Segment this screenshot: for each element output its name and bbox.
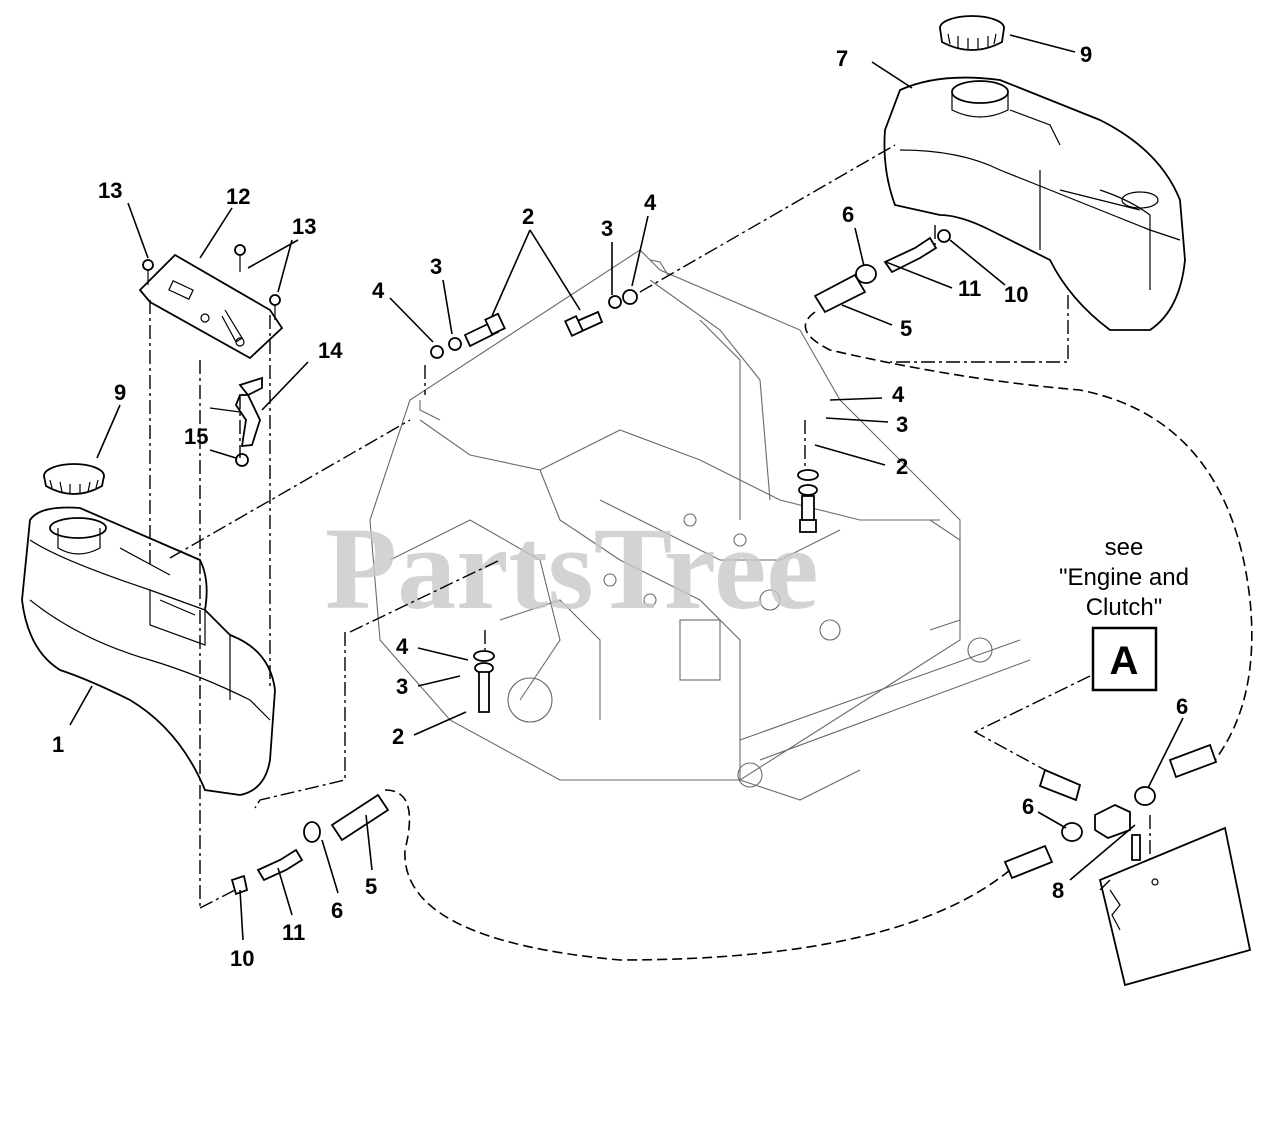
note-line-2: "Engine and [1059,564,1189,591]
label-3-right: 3 [896,412,908,437]
ref-box [1091,626,1158,692]
label-4-lower: 4 [396,634,409,659]
selector-plate [138,253,284,360]
cross-reference-note: see "Engine and Clutch" A [1059,534,1189,692]
part-labels: 1 9 13 12 13 14 15 4 3 2 3 4 6 11 10 5 7… [52,42,1188,971]
label-6-tee-top: 6 [1176,694,1188,719]
label-13-right: 13 [292,214,316,239]
selector-lever [209,376,263,467]
ref-letter: A [1110,639,1139,683]
watermark-text: PartsTree [325,503,819,634]
label-3-lower: 3 [396,674,408,699]
label-9-right: 9 [1080,42,1092,67]
label-6-tee-left: 6 [1022,794,1034,819]
label-11-left: 11 [282,920,305,945]
left-hose-parts [230,793,390,896]
label-2-lower: 2 [392,724,404,749]
left-fuel-tank [21,506,276,796]
label-13-left: 13 [98,178,122,203]
label-1: 1 [52,732,64,757]
label-5-left: 5 [365,874,377,899]
left-fuel-cap [43,463,105,495]
right-hose-parts [813,229,951,314]
label-2-right: 2 [896,454,908,479]
right-fuel-tank [883,76,1186,331]
label-3-top-center: 3 [601,216,613,241]
lower-center-bolt [473,650,495,713]
label-15: 15 [184,424,208,449]
label-11-right: 11 [958,276,981,301]
assembly-lines [149,144,1151,909]
right-vertical-bolt [797,469,819,533]
label-14: 14 [318,338,343,363]
note-line-3: Clutch" [1086,594,1163,621]
label-12: 12 [226,184,250,209]
label-7: 7 [836,46,848,71]
chassis-frame [369,249,1031,801]
tee-fitting-assembly [1003,743,1218,880]
label-3-top-left: 3 [430,254,442,279]
label-10-right: 10 [1004,282,1028,307]
label-2-top: 2 [522,204,534,229]
top-left-bolt [430,312,506,359]
label-4-right: 4 [892,382,905,407]
label-6-top-right: 6 [842,202,854,227]
label-9-left: 9 [114,380,126,405]
label-6-left: 6 [331,898,343,923]
plate-bolts [142,244,281,320]
lower-right-panel [1098,826,1252,987]
fuel-hoses [384,311,1253,961]
label-4-top-center: 4 [644,190,657,215]
label-8: 8 [1052,878,1064,903]
label-10-left: 10 [230,946,254,971]
leader-lines [69,34,1184,941]
note-line-1: see [1105,534,1144,561]
label-5-right: 5 [900,316,912,341]
right-fuel-cap [939,15,1005,51]
label-4-top-left: 4 [372,278,385,303]
top-center-bolt [563,289,638,337]
